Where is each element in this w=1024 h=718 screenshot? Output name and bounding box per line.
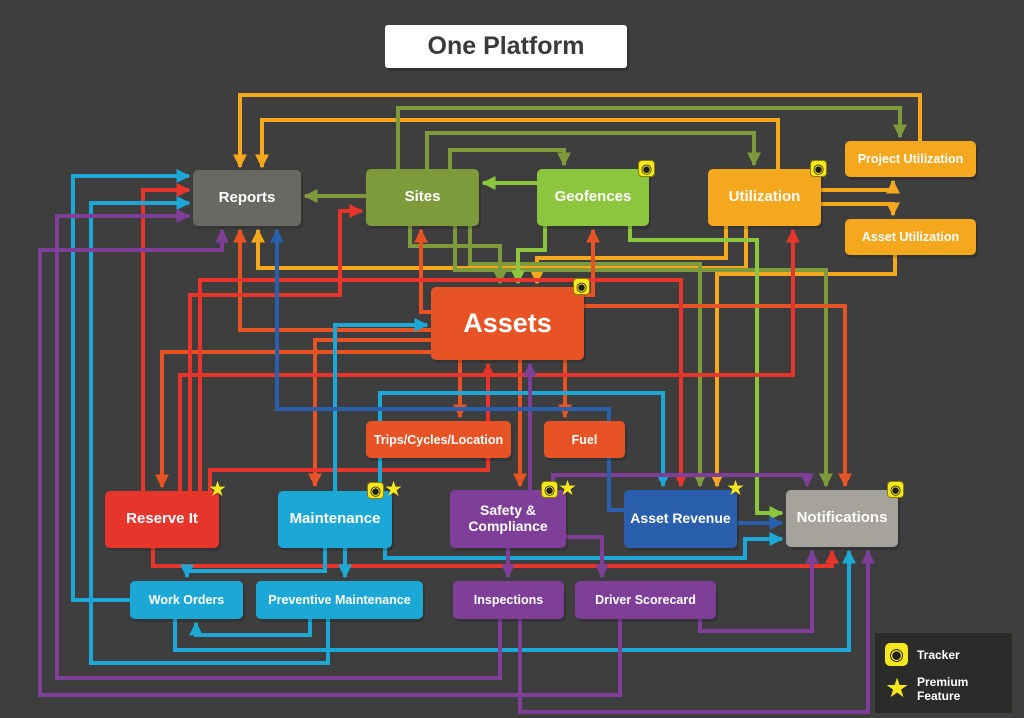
- edge-reserve-it-to-asset-revenue: [198, 278, 688, 491]
- premium-star-icon: ★: [208, 478, 227, 501]
- edge-maintenance-to-notifications: [383, 532, 784, 560]
- tracker-icon: ◉: [887, 481, 904, 498]
- node-asset-revenue: Asset Revenue ★: [624, 478, 745, 548]
- node-preventive-maintenance: Preventive Maintenance: [256, 581, 423, 619]
- node-label-reports: Reports: [218, 188, 276, 206]
- node-label-work-orders: Work Orders: [148, 593, 225, 607]
- node-label-maintenance: Maintenance: [289, 510, 381, 528]
- edge-geofences-to-notifications: [628, 226, 784, 520]
- node-label-fuel: Fuel: [571, 432, 598, 447]
- legend-label-premium: Premium Feature: [917, 674, 969, 703]
- node-label-inspections: Inspections: [473, 593, 544, 607]
- node-label-asset-utilization: Asset Utilization: [861, 230, 960, 244]
- tracker-icon: ◉: [541, 481, 558, 498]
- node-maintenance: Maintenance ◉★: [278, 479, 403, 548]
- node-label-safety-compliance: Safety & Compliance: [468, 502, 548, 534]
- diagram-title-text: One Platform: [427, 32, 585, 60]
- node-label-geofences: Geofences: [554, 188, 632, 206]
- node-utilization: Utilization ◉: [708, 160, 827, 226]
- edge-driver-scorecard-to-notifications: [698, 549, 819, 633]
- edge-asset-utilization-to-asset-revenue: [710, 255, 897, 488]
- edge-maintenance-to-assets: [333, 318, 429, 491]
- node-fuel: Fuel: [544, 421, 625, 458]
- premium-star-icon: ★: [885, 673, 910, 704]
- edge-sites-to-notifications: [453, 226, 833, 488]
- edge-project-utilization-to-reports: [233, 93, 922, 169]
- node-label-sites: Sites: [404, 188, 441, 206]
- tracker-icon: ◉: [885, 643, 908, 667]
- edge-utilization-to-asset-utilization: [821, 202, 900, 217]
- edge-assets-to-notifications: [584, 304, 852, 488]
- node-reserve-it: Reserve It ★: [105, 479, 227, 548]
- edge-sites-to-utilization: [425, 131, 761, 169]
- legend-row-tracker: ◉ Tracker: [885, 643, 1002, 667]
- edge-assets-to-reports: [233, 228, 431, 332]
- node-asset-utilization: Asset Utilization: [845, 219, 976, 255]
- legend-label-tracker: Tracker: [917, 647, 960, 662]
- node-driver-scorecard: Driver Scorecard: [575, 581, 716, 619]
- edge-assets-to-geofences: [584, 228, 600, 297]
- edge-assets-to-reserve-it: [155, 350, 431, 489]
- node-work-orders: Work Orders: [130, 581, 243, 619]
- edge-inspections-to-notifications: [518, 549, 875, 714]
- node-project-utilization: Project Utilization: [845, 141, 976, 177]
- tracker-icon: ◉: [367, 482, 384, 499]
- edge-sites-to-project-utilization: [396, 106, 907, 169]
- node-assets: Assets ◉: [431, 278, 590, 360]
- node-label-trips: Trips/Cycles/Location: [373, 432, 504, 447]
- tracker-icon: ◉: [573, 278, 590, 295]
- legend: ◉ Tracker ★ Premium Feature: [875, 633, 1012, 713]
- edge-utilization-to-project-utilization: [821, 179, 900, 194]
- node-label-preventive-maintenance: Preventive Maintenance: [268, 593, 411, 607]
- edge-maintenance-to-work-orders: [180, 548, 327, 579]
- node-label-utilization: Utilization: [728, 188, 801, 206]
- node-label-notifications: Notifications: [796, 509, 888, 527]
- node-label-reserve-it: Reserve It: [126, 510, 198, 528]
- premium-star-icon: ★: [558, 477, 577, 500]
- tracker-icon: ◉: [638, 160, 655, 177]
- node-trips: Trips/Cycles/Location: [366, 421, 511, 458]
- node-label-driver-scorecard: Driver Scorecard: [595, 593, 696, 607]
- edge-preventive-maintenance-to-work-orders: [189, 619, 312, 637]
- node-label-asset-revenue: Asset Revenue: [630, 510, 731, 527]
- edge-geofences-to-assets: [511, 226, 547, 285]
- node-reports: Reports: [193, 170, 301, 226]
- edge-reserve-it-to-notifications: [151, 548, 839, 568]
- tracker-icon: ◉: [810, 160, 827, 177]
- edge-safety-to-driver-scorecard: [566, 535, 609, 579]
- premium-star-icon: ★: [384, 478, 403, 501]
- node-label-project-utilization: Project Utilization: [857, 152, 964, 166]
- premium-star-icon: ★: [726, 477, 745, 500]
- node-inspections: Inspections: [453, 581, 564, 619]
- edge-reserve-it-to-assets: [208, 362, 495, 491]
- edge-utilization-to-reports-a: [255, 118, 780, 169]
- diagram-title: One Platform: [385, 25, 627, 68]
- edge-sites-to-geofences: [448, 148, 571, 169]
- edge-assets-to-maintenance: [308, 338, 431, 488]
- edge-reserve-it-to-sites: [188, 204, 364, 491]
- edge-work-orders-to-notifications: [173, 549, 856, 652]
- node-geofences: Geofences ◉: [537, 160, 655, 226]
- edge-asset-revenue-to-reports: [270, 228, 624, 512]
- edge-assets-to-sites: [414, 228, 431, 314]
- node-label-assets: Assets: [463, 308, 552, 339]
- edge-work-orders-to-reports: [71, 169, 191, 602]
- node-sites: Sites: [366, 169, 479, 226]
- edge-reserve-it-to-reports: [141, 183, 191, 491]
- node-safety-compliance: Safety & Compliance ◉★: [450, 478, 577, 548]
- legend-row-premium: ★ Premium Feature: [885, 675, 1002, 703]
- edge-driver-scorecard-to-reports: [38, 228, 622, 697]
- edge-inspections-to-reports: [55, 209, 502, 680]
- node-notifications: Notifications ◉: [786, 481, 904, 547]
